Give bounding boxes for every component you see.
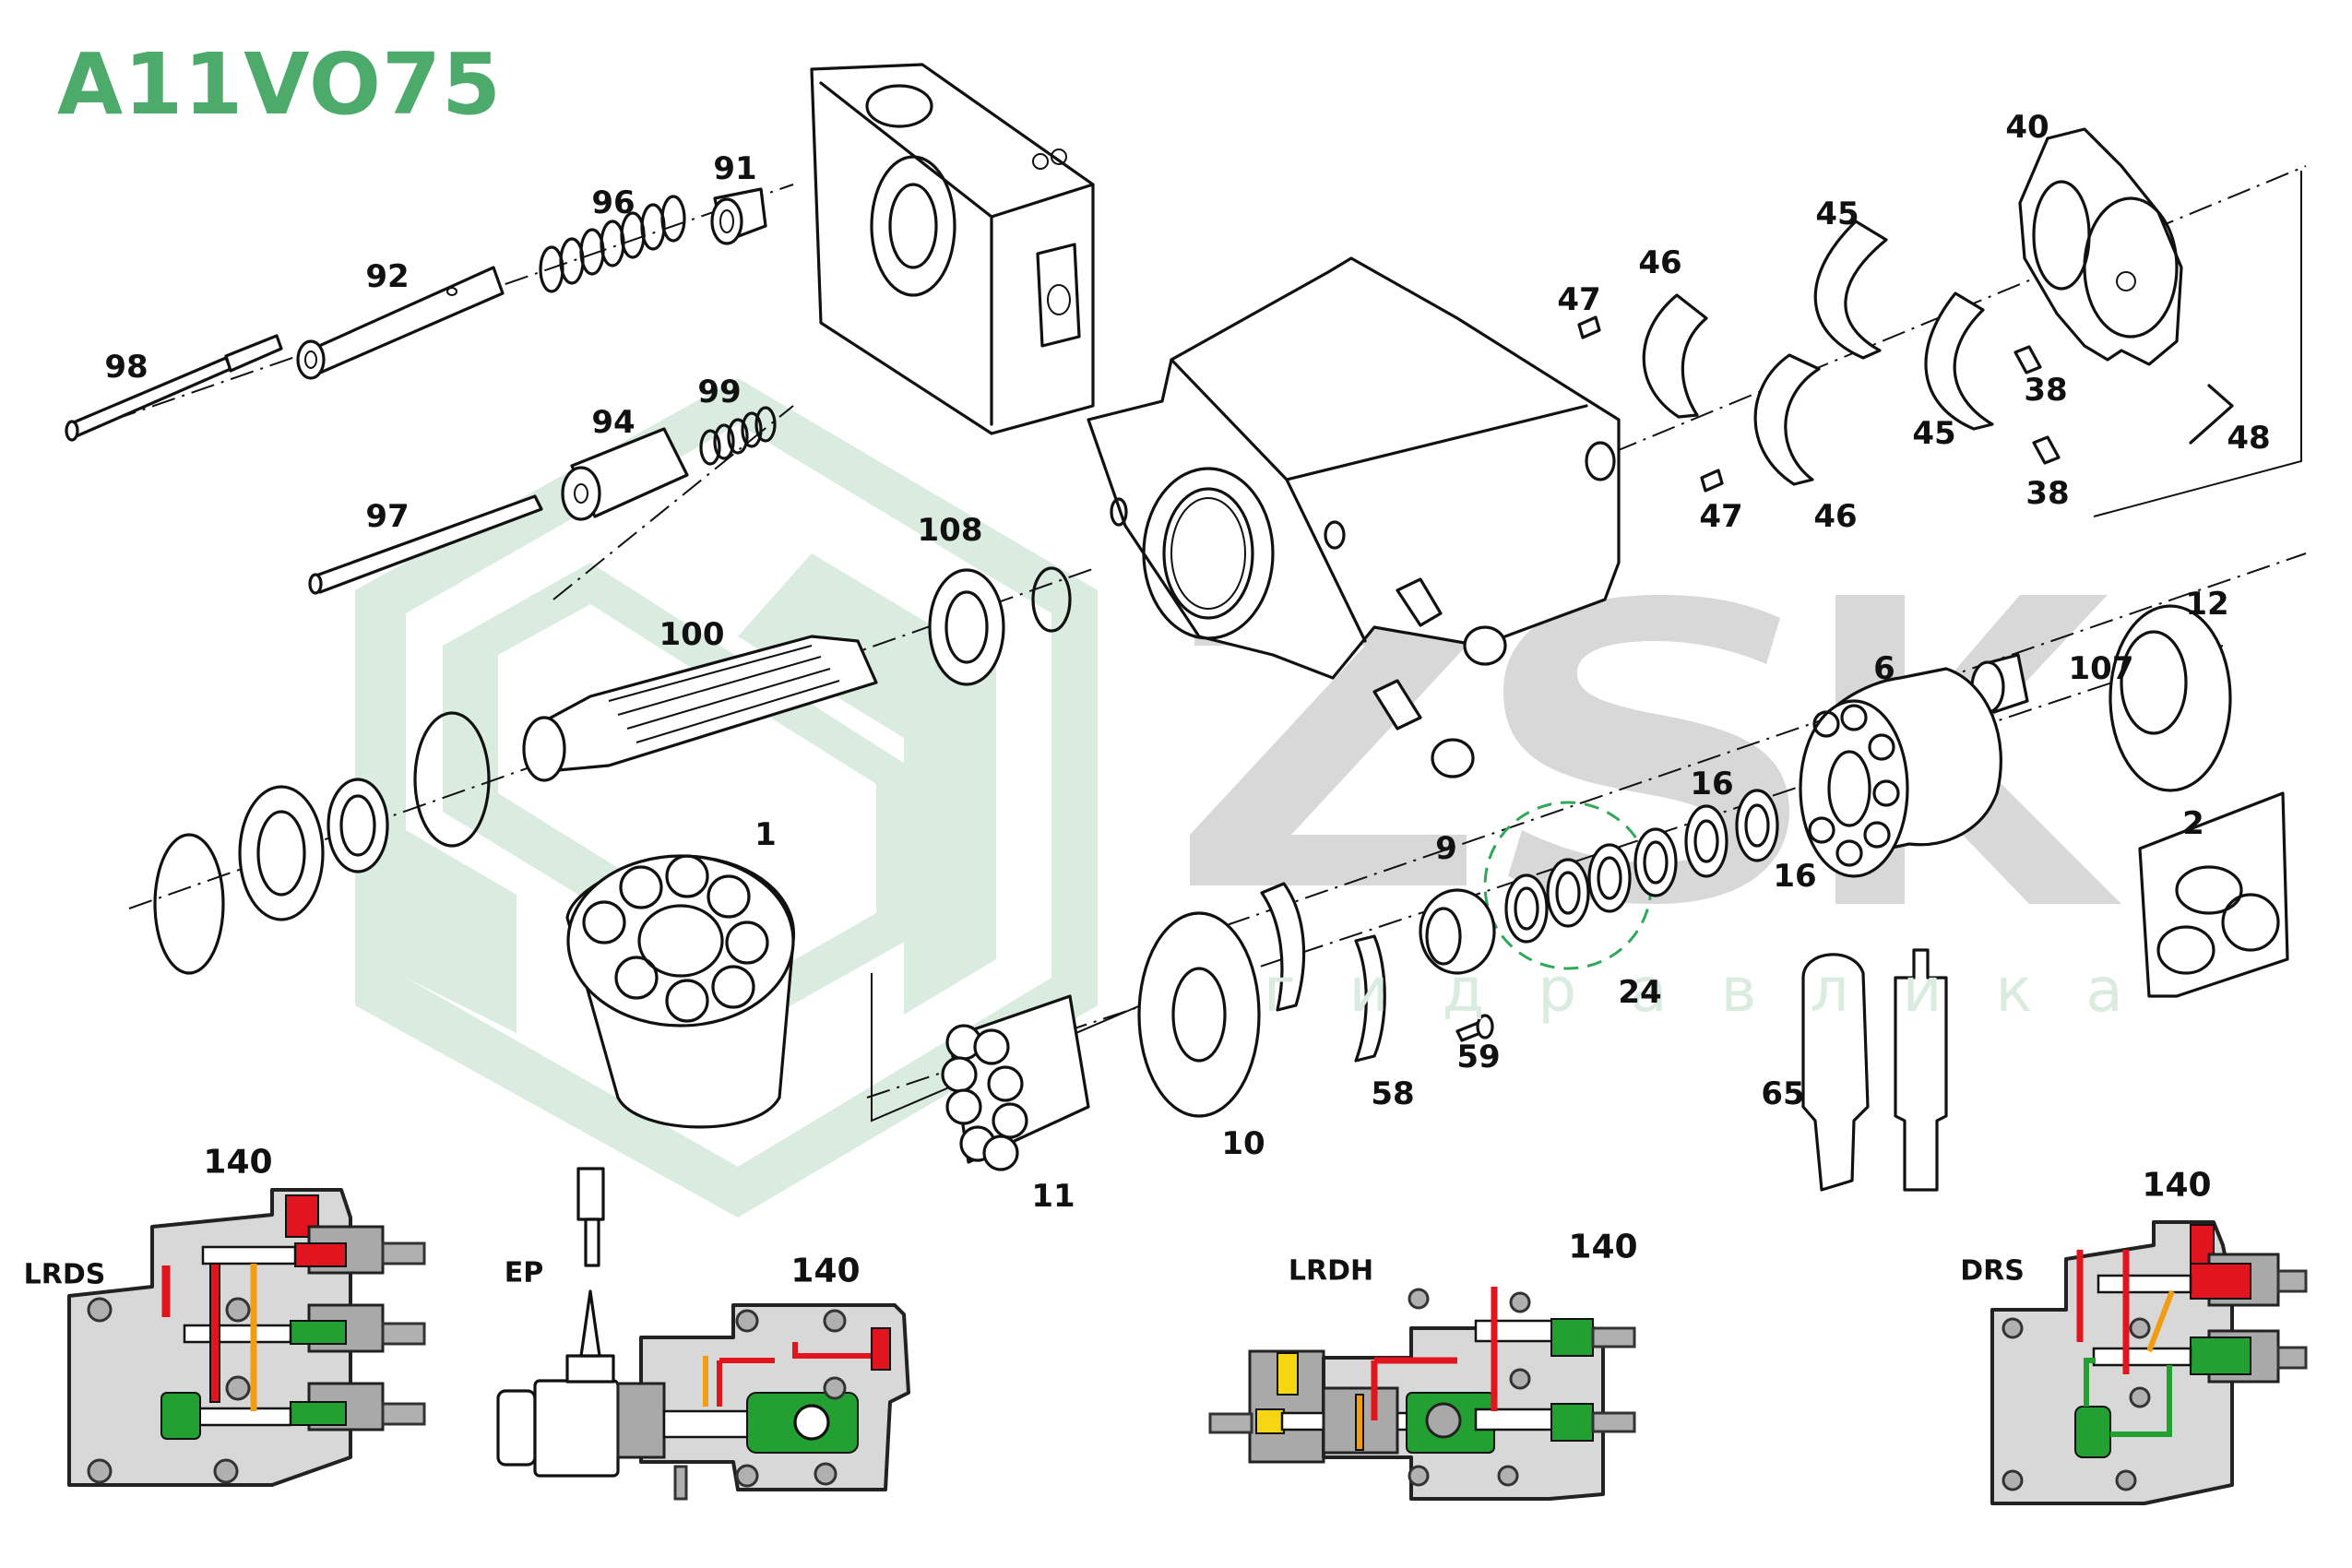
callout-9: 9 xyxy=(1435,830,1457,867)
callout-45-lower: 45 xyxy=(1912,415,1956,452)
part-92-piston xyxy=(296,266,505,380)
callout-96: 96 xyxy=(591,184,636,221)
part-38-pin-upper xyxy=(2013,345,2042,374)
part-40-swashplate xyxy=(2018,127,2183,366)
part-100-drive-shaft xyxy=(522,635,878,782)
callout-2: 2 xyxy=(2182,805,2204,842)
control-label-lrds: LRDS xyxy=(23,1258,106,1291)
part-9-retaining-ball xyxy=(1419,888,1496,975)
callout-10: 10 xyxy=(1221,1125,1265,1162)
control-label-drs: DRS xyxy=(1960,1254,2025,1288)
part-59-screw xyxy=(1455,1014,1494,1042)
control-label-ep: EP xyxy=(504,1256,544,1289)
callout-140-lrdh: 140 xyxy=(1568,1228,1638,1266)
part-46-bearing-shell-lower xyxy=(1753,353,1821,486)
callout-91: 91 xyxy=(713,150,757,187)
part-65-adjustment-piston xyxy=(1801,948,1948,1192)
callout-40: 40 xyxy=(2005,109,2049,146)
callout-99: 99 xyxy=(697,374,742,410)
callout-16-lower: 16 xyxy=(1773,858,1817,895)
part-snap-ring-outer xyxy=(153,833,225,975)
callout-1: 1 xyxy=(754,816,777,853)
callout-92: 92 xyxy=(365,258,410,295)
callout-140-ep: 140 xyxy=(790,1252,861,1290)
callout-94: 94 xyxy=(591,404,636,441)
port-plate-housing xyxy=(810,63,1095,435)
callout-45-upper: 45 xyxy=(1815,196,1859,232)
part-45-roller-cage-upper xyxy=(1813,220,1888,360)
callout-98: 98 xyxy=(104,349,148,386)
part-6-cylinder-block xyxy=(1799,667,2002,878)
part-o-ring xyxy=(413,711,491,848)
control-lrdh xyxy=(1208,1287,1636,1501)
part-108-snap-ring xyxy=(1031,566,1072,633)
part-99-spring xyxy=(699,406,777,466)
callout-107: 107 xyxy=(2068,650,2134,687)
callout-47-upper: 47 xyxy=(1557,281,1601,318)
part-12-control-plate xyxy=(2108,604,2232,792)
control-ep xyxy=(496,1167,910,1501)
control-label-lrdh: LRDH xyxy=(1288,1254,1374,1288)
callout-46-upper: 46 xyxy=(1638,244,1682,281)
callout-100: 100 xyxy=(659,616,725,653)
callout-6: 6 xyxy=(1873,650,1895,687)
part-98-pin xyxy=(65,334,283,442)
part-91-bushing xyxy=(710,187,767,245)
callout-58: 58 xyxy=(1371,1075,1415,1112)
part-10-retaining-plate xyxy=(1137,911,1261,1118)
part-seal-ring xyxy=(327,778,389,873)
callout-47-lower: 47 xyxy=(1699,498,1743,535)
callout-11: 11 xyxy=(1031,1178,1075,1215)
pump-housing xyxy=(1087,256,1621,778)
part-16-washers xyxy=(1684,789,1779,878)
callout-140-drs: 140 xyxy=(2142,1166,2212,1205)
part-24-disc-spring-set xyxy=(1483,801,1678,970)
callout-46-lower: 46 xyxy=(1813,498,1858,535)
part-58-guide-segments xyxy=(1260,882,1386,1063)
part-97-rod xyxy=(308,494,543,595)
part-45-roller-cage-lower xyxy=(1924,291,1994,431)
part-1-rotary-group xyxy=(565,854,796,1129)
callout-16-upper: 16 xyxy=(1690,766,1734,802)
callout-140-lrds: 140 xyxy=(203,1143,273,1182)
callout-38-lower: 38 xyxy=(2025,475,2070,512)
watermark-subtitle: гидравлика xyxy=(1264,955,2177,1026)
callout-65: 65 xyxy=(1761,1075,1805,1112)
callout-108: 108 xyxy=(917,512,983,549)
callout-38-upper: 38 xyxy=(2024,372,2068,409)
page-title: A11VO75 xyxy=(57,35,503,134)
control-lrds xyxy=(67,1188,426,1487)
control-drs xyxy=(1990,1220,2308,1505)
part-38-pin-lower xyxy=(2032,435,2061,465)
callout-97: 97 xyxy=(365,498,410,535)
part-46-bearing-shell-upper xyxy=(1642,293,1708,419)
part-47-dowel-upper xyxy=(1577,315,1601,339)
part-shaft-seal xyxy=(238,785,325,921)
callout-12: 12 xyxy=(2185,586,2229,623)
part-96-spring xyxy=(539,195,686,293)
part-94-piston-sleeve xyxy=(561,427,689,521)
part-2-seal-kit-bag xyxy=(2138,791,2289,998)
part-48-lever-pin xyxy=(2189,384,2234,445)
part-47-dowel-lower xyxy=(1700,469,1724,493)
part-11-pistons xyxy=(941,994,1090,1171)
callout-48: 48 xyxy=(2227,420,2271,457)
part-108-ball-bearing xyxy=(928,568,1005,686)
callout-24: 24 xyxy=(1618,974,1662,1011)
callout-59: 59 xyxy=(1456,1039,1501,1075)
